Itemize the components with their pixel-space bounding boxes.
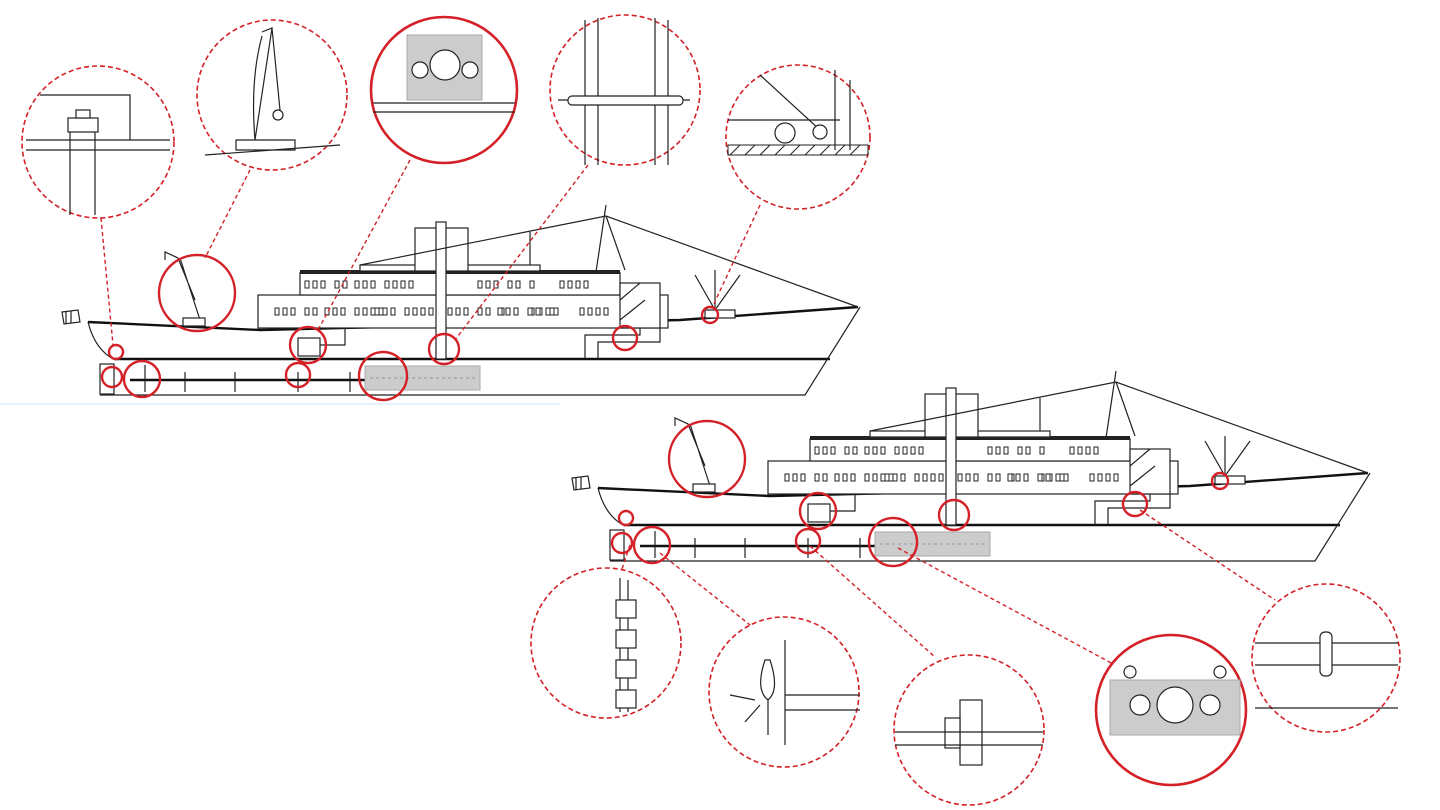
crane-detail — [196, 19, 348, 171]
engine-detail-lower — [1094, 633, 1248, 787]
ship-view-lower — [572, 371, 1370, 566]
leader-lines — [100, 159, 1276, 666]
rudder-hinge-detail — [530, 567, 682, 719]
pipe-flange-detail — [1251, 583, 1401, 733]
stern-fitting-detail — [21, 65, 175, 219]
mast-pipe-flange-detail — [549, 14, 701, 166]
ship-view-upper — [62, 205, 860, 400]
shaft-bearing-detail — [893, 654, 1045, 806]
engine-detail-upper — [369, 15, 519, 165]
deck-winch-detail — [725, 64, 871, 210]
propeller-detail — [708, 616, 860, 768]
